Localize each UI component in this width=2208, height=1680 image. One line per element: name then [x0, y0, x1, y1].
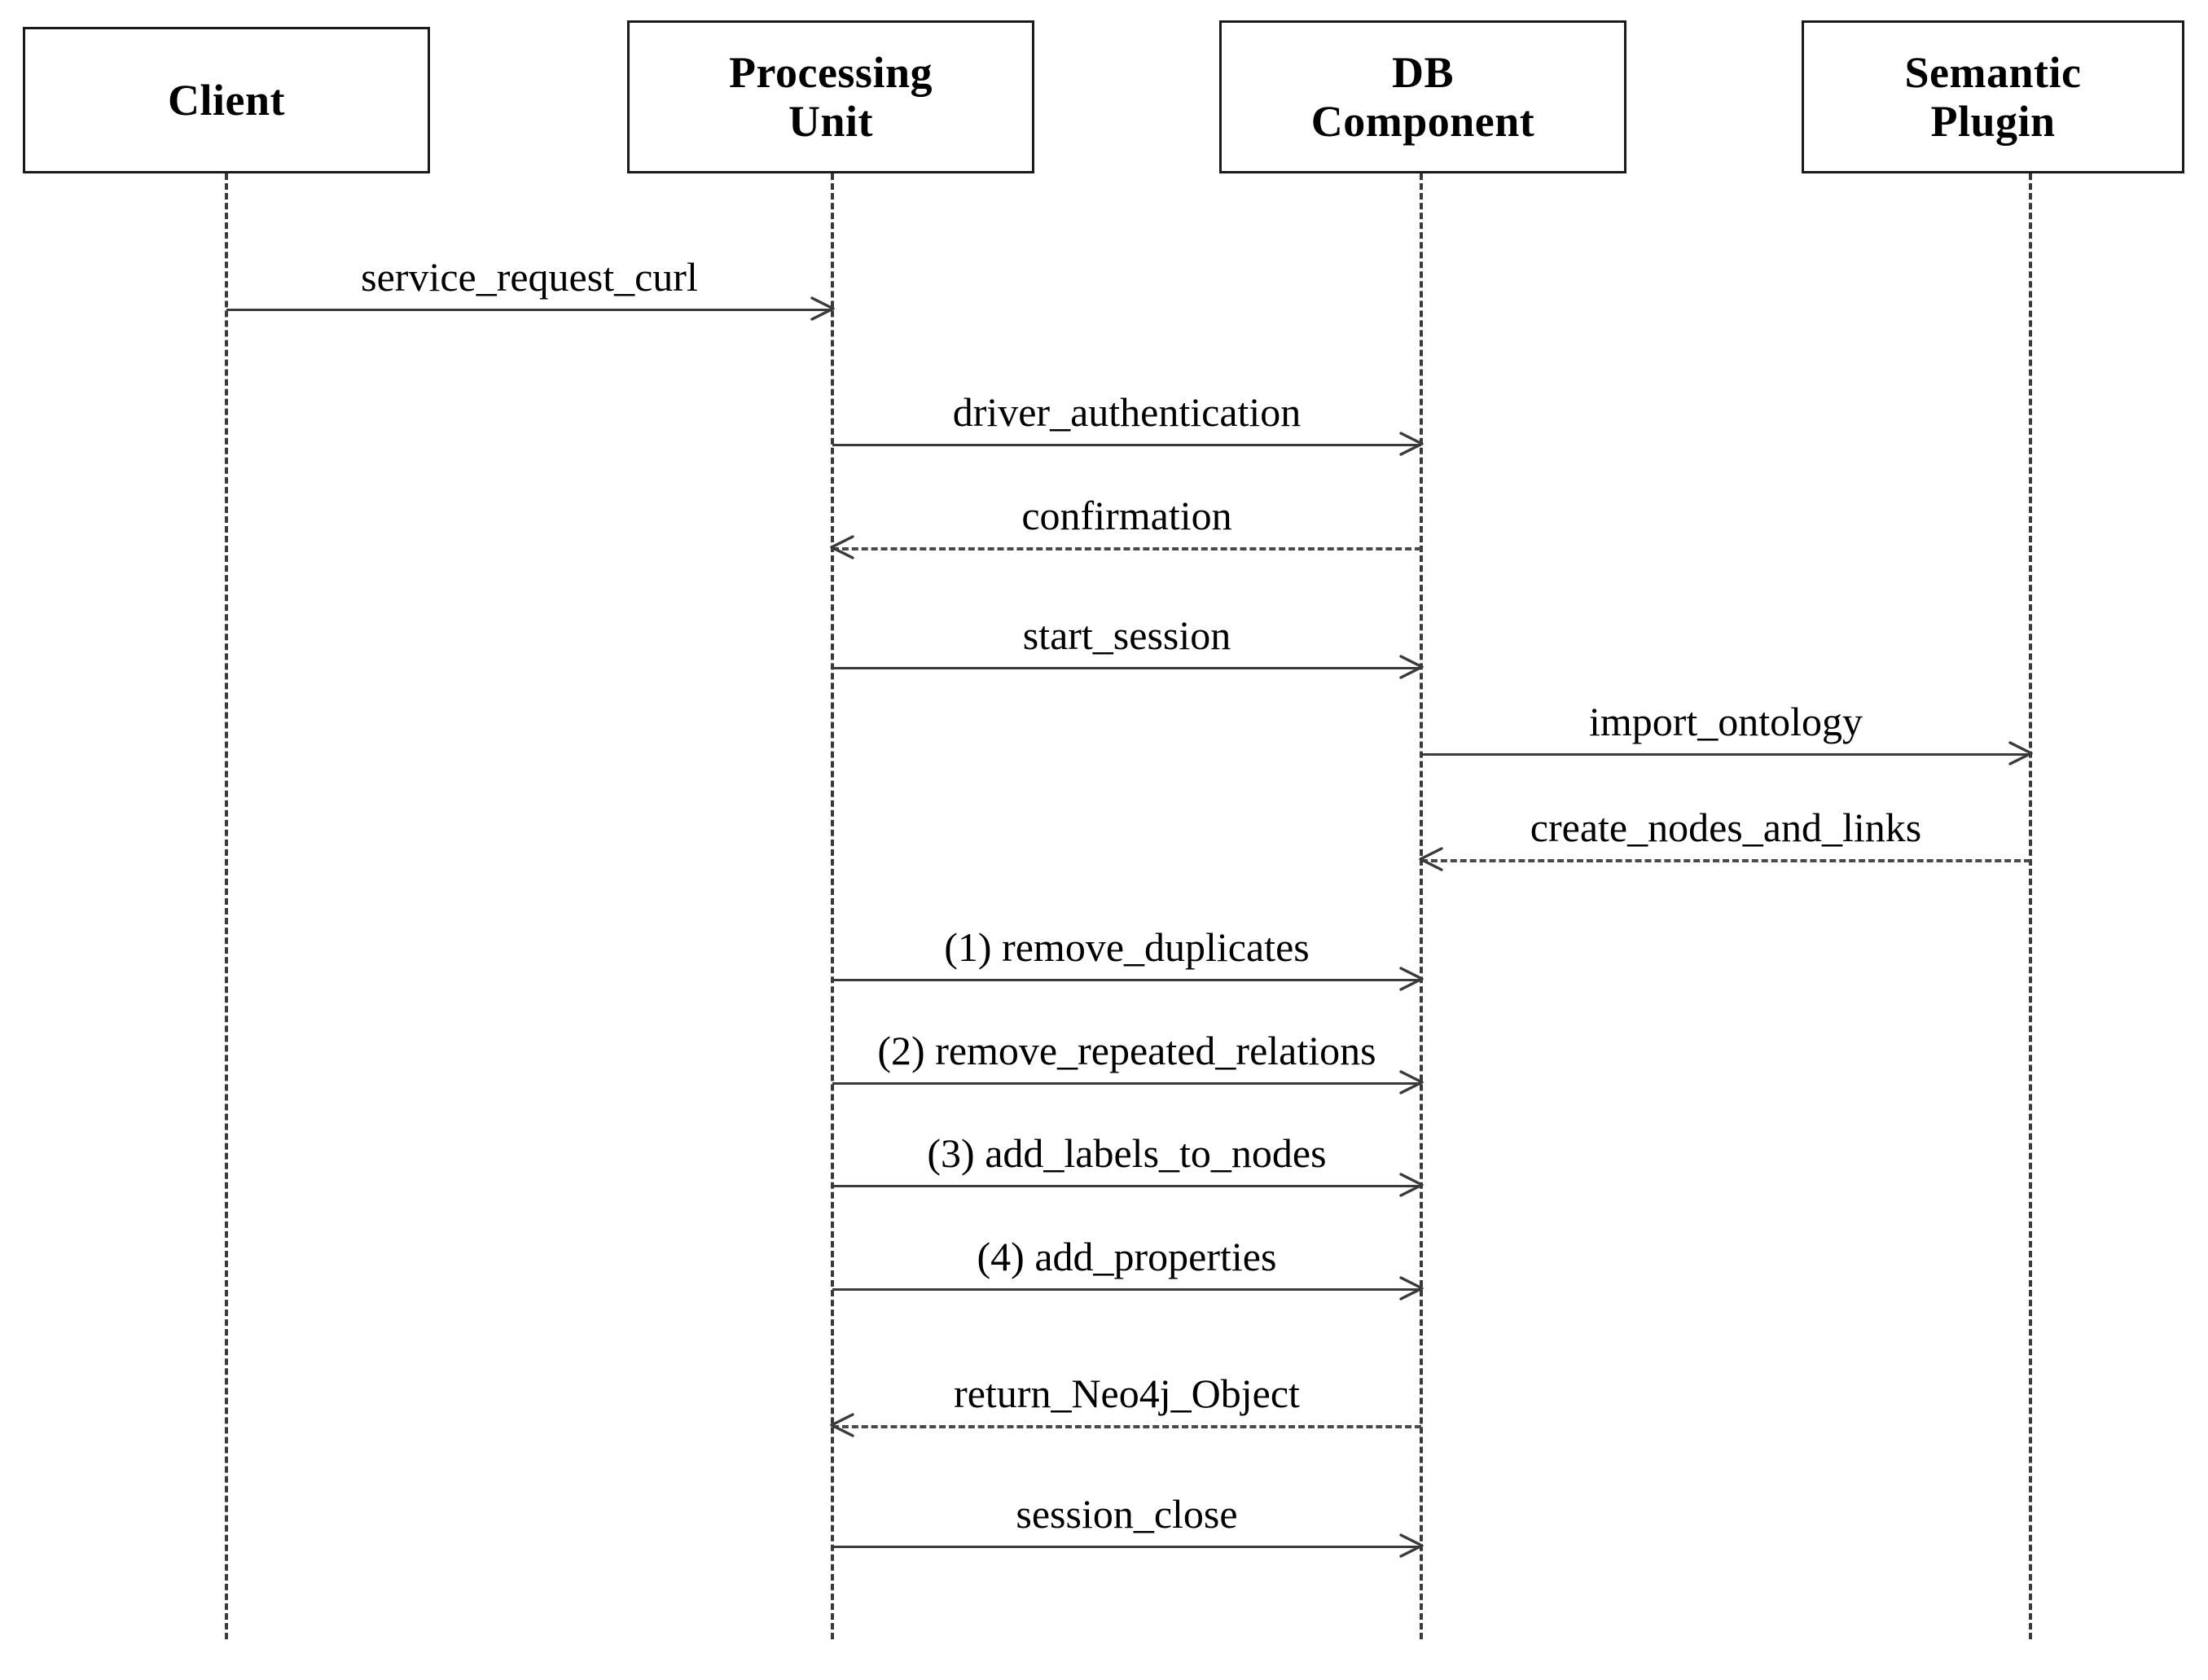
- message-label: (3) add_labels_to_nodes: [927, 1130, 1327, 1176]
- arrowhead-icon: [807, 295, 835, 322]
- message-label: create_nodes_and_links: [1530, 805, 1922, 850]
- arrowhead-icon: [830, 533, 858, 561]
- message-label: import_ontology: [1588, 699, 1863, 744]
- message-label: return_Neo4j_Object: [954, 1371, 1300, 1416]
- lifeline-db_component: [1420, 173, 1423, 1639]
- message-shaft: [832, 1185, 1421, 1187]
- arrowhead-icon: [1396, 965, 1424, 993]
- arrowhead-icon: [1396, 1171, 1424, 1199]
- message-label: (1) remove_duplicates: [944, 924, 1310, 970]
- actor-label-line2: Plugin: [1930, 97, 2056, 146]
- message-shaft: [1421, 753, 2030, 756]
- message-shaft: [832, 547, 1421, 550]
- message-shaft: [832, 1082, 1421, 1085]
- message-shaft: [832, 1288, 1421, 1291]
- message-shaft: [1421, 859, 2030, 862]
- lifeline-processing_unit: [831, 173, 834, 1639]
- message-label: (4) add_properties: [977, 1234, 1277, 1279]
- message-shaft: [226, 309, 832, 311]
- arrowhead-icon: [1396, 653, 1424, 681]
- lifeline-semantic_plugin: [2029, 173, 2032, 1639]
- message-shaft: [832, 979, 1421, 981]
- actor-box-client: Client: [23, 27, 430, 173]
- arrowhead-icon: [1396, 1532, 1424, 1559]
- message-label: service_request_curl: [361, 254, 698, 300]
- actor-label-line2: Component: [1310, 97, 1535, 146]
- message-label: start_session: [1022, 612, 1231, 658]
- lifeline-client: [225, 173, 228, 1639]
- arrowhead-icon: [2005, 739, 2033, 767]
- message-shaft: [832, 1546, 1421, 1548]
- arrowhead-icon: [1396, 430, 1424, 458]
- message-label: session_close: [1016, 1491, 1238, 1537]
- arrowhead-icon: [1419, 845, 1446, 873]
- actor-label-line2: Unit: [788, 97, 873, 146]
- actor-label-line1: DB: [1391, 47, 1454, 97]
- arrowhead-icon: [1396, 1068, 1424, 1096]
- actor-label-line1: Client: [168, 75, 285, 125]
- message-shaft: [832, 444, 1421, 446]
- message-label: confirmation: [1021, 493, 1232, 538]
- arrowhead-icon: [830, 1411, 858, 1439]
- message-shaft: [832, 1425, 1421, 1428]
- actor-label-line1: Processing: [729, 47, 933, 97]
- message-label: (2) remove_repeated_relations: [877, 1028, 1376, 1073]
- arrowhead-icon: [1396, 1274, 1424, 1302]
- actor-label-line1: Semantic: [1904, 47, 2082, 97]
- message-label: driver_authentication: [952, 389, 1302, 435]
- message-shaft: [832, 667, 1421, 669]
